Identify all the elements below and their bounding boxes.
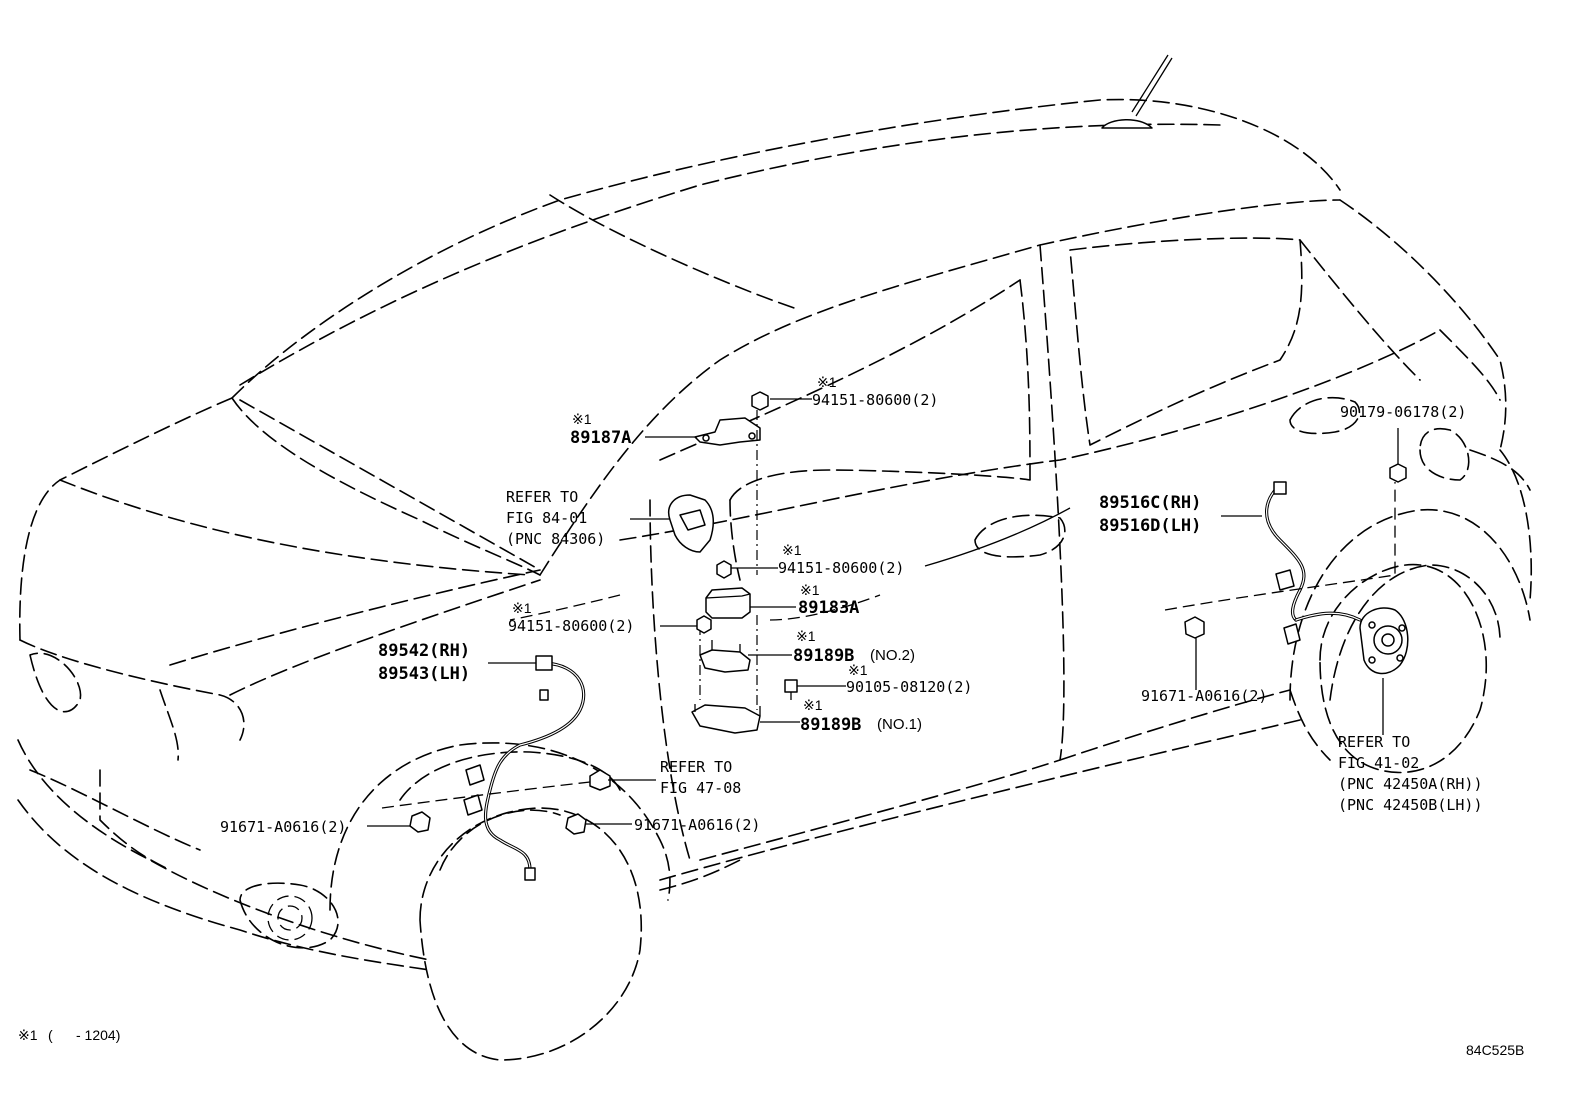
callout-94151-mid: 94151-80600(2) [778, 559, 904, 577]
callout-89189b-no2: 89189B [793, 646, 854, 666]
leader-lines [367, 398, 1399, 827]
callout-refer-41-02-l3: (PNC 42450A(RH)) [1338, 775, 1483, 793]
callout-89187a: 89187A [570, 428, 631, 448]
bracket-89187a [694, 417, 761, 446]
callout-89189b-no1-suffix: (NO.1) [877, 716, 922, 733]
bolt-91671-front-b [409, 811, 431, 833]
callout-91671-rear: 91671-A0616(2) [1141, 687, 1267, 705]
bolt-91671-front-c [565, 813, 587, 835]
callout-94151-top: 94151-80600(2) [812, 391, 938, 409]
rear-axle-hub [1359, 607, 1409, 675]
rear-speed-sensor-harness [1265, 481, 1362, 645]
callout-89183a-mark: ※1 [800, 582, 820, 598]
callout-94151-low-mark: ※1 [512, 600, 532, 616]
bracket-89189b-no2 [699, 649, 751, 673]
module-89183a [705, 587, 751, 619]
callout-refer-47-08-l1: REFER TO [660, 758, 732, 776]
callout-90105: 90105-08120(2) [846, 678, 972, 696]
callout-89189b-no2-mark: ※1 [796, 628, 816, 644]
callout-89183a: 89183A [798, 598, 859, 618]
nut-94151-mid [716, 560, 732, 579]
callout-89189b-no1-mark: ※1 [803, 697, 823, 713]
callout-89516d: 89516D(LH) [1099, 516, 1201, 536]
callout-refer-84-01-l1: REFER TO [506, 488, 578, 506]
callout-91671-front-left: 91671-A0616(2) [220, 818, 346, 836]
car-body-outline [17, 54, 1533, 1061]
footnote-text: ( - 1204) [48, 1027, 120, 1043]
callout-refer-84-01-l3: (PNC 84306) [506, 530, 605, 548]
callout-refer-47-08-l2: FIG 47-08 [660, 779, 741, 797]
nut-94151-top [751, 391, 769, 411]
callout-89542: 89542(RH) [378, 641, 470, 661]
figure-code: 84C525B [1466, 1042, 1524, 1058]
callout-refer-84-01-l2: FIG 84-01 [506, 509, 587, 527]
callout-90105-mark: ※1 [848, 662, 868, 678]
parts [409, 391, 1409, 881]
callout-90179: 90179-06178(2) [1340, 403, 1466, 421]
callouts: ※1 94151-80600(2) ※1 89187A REFER TO FIG… [220, 374, 1483, 836]
callout-89187a-mark: ※1 [572, 411, 592, 427]
nut-90179 [1389, 463, 1407, 483]
callout-89189b-no2-suffix: (NO.2) [870, 647, 915, 664]
bolt-91671-rear [1184, 616, 1205, 639]
front-speed-sensor-harness [463, 655, 586, 881]
footnote-mark: ※1 [18, 1027, 38, 1043]
callout-89516c: 89516C(RH) [1099, 493, 1201, 513]
bolt-91671-front-a [589, 769, 611, 791]
callout-91671-front-right: 91671-A0616(2) [634, 816, 760, 834]
callout-94151-top-mark: ※1 [817, 374, 837, 390]
callout-89543: 89543(LH) [378, 664, 470, 684]
bolt-90105 [784, 679, 798, 693]
callout-refer-41-02-l2: FIG 41-02 [1338, 754, 1419, 772]
callout-refer-41-02-l1: REFER TO [1338, 733, 1410, 751]
callout-94151-low: 94151-80600(2) [508, 617, 634, 635]
bracket-89189b-no1 [691, 704, 761, 734]
callout-refer-41-02-l4: (PNC 42450B(LH)) [1338, 796, 1483, 814]
callout-94151-mid-mark: ※1 [782, 542, 802, 558]
callout-89189b-no1: 89189B [800, 715, 861, 735]
nut-94151-low [696, 615, 712, 634]
